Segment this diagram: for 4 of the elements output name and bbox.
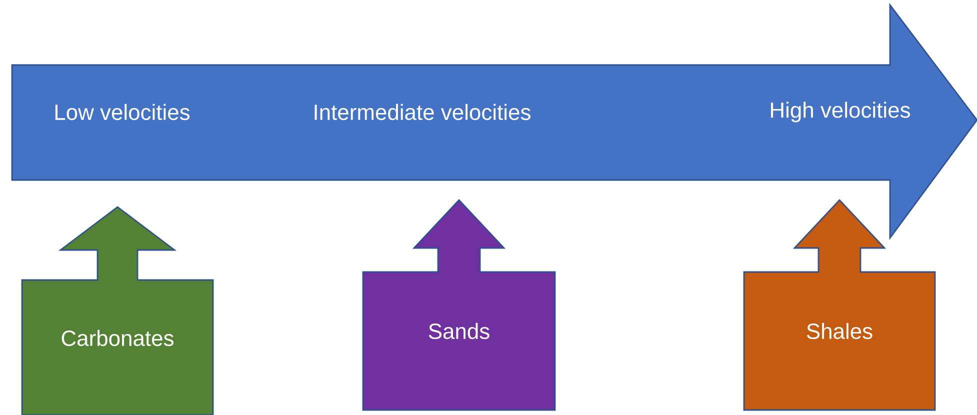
arrow-callout: Shales <box>743 198 936 411</box>
arrow-callout: Sands <box>362 198 556 411</box>
arrow-callout: Carbonates <box>21 206 214 415</box>
arrow-band: Low velocities Intermediate velocities High velocities <box>11 2 977 240</box>
